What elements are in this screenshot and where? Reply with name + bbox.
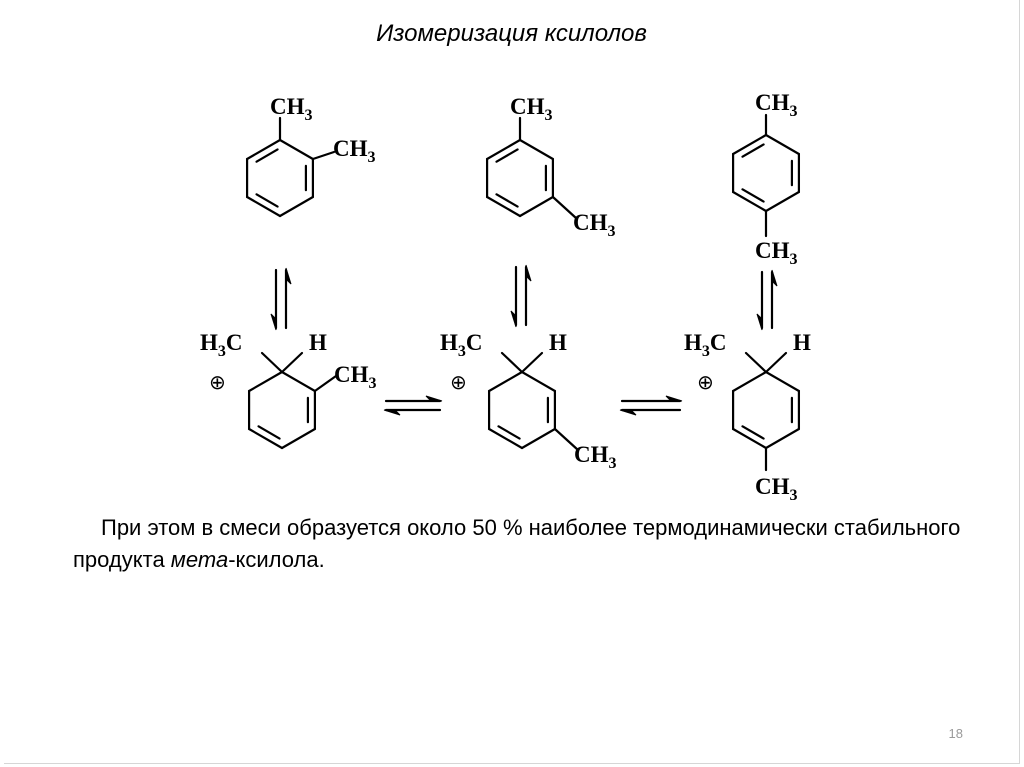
ring-bond [485,138,522,161]
hydrogen-label: H [793,330,811,355]
double-bond-line [257,425,281,440]
bond [280,351,304,374]
ch3-label: CH3 [755,474,798,504]
ch3-label: CH3 [573,210,616,240]
ch3-label: CH3 [755,238,798,268]
double-bond-line [255,193,279,208]
arrow-head [756,313,763,331]
ortho-arenium-ion: H3C H CH3 ⊕ [200,330,377,450]
ring-bond [731,190,768,213]
double-bond-line [495,148,519,163]
ring-bond [518,195,555,218]
ring-bond [247,370,284,393]
paragraph-italic: мета [170,547,229,572]
ring-bond [764,427,801,450]
arrow-head [771,269,778,287]
slide-title: Изомеризация ксилолов [376,20,647,47]
ring-bond [520,370,557,393]
h3c-label: H3C [684,330,727,360]
arrow-head [665,395,683,402]
ch3-label: CH3 [333,136,376,166]
ring-bond [278,195,315,218]
ch3-label: CH3 [334,362,377,392]
ch3-label: CH3 [270,94,313,124]
arrow-head [510,310,517,328]
double-bond-line [255,148,279,163]
ring-bond [764,190,801,213]
bond [311,150,336,161]
ring-bond [280,370,317,393]
h3c-label: H3C [440,330,483,360]
ring-bond [485,195,522,218]
hydrogen-label: H [549,330,567,355]
ring-bond [245,195,282,218]
meta-arenium-ion: H3C H CH3 ⊕ [440,330,617,472]
ch3-label: CH3 [755,90,798,120]
ring-bond [731,370,768,393]
para-arenium-ion: H3C H CH3 ⊕ [684,330,811,504]
double-bond-line [741,188,765,203]
ch3-label: CH3 [510,94,553,124]
double-bond-line [741,425,765,440]
equilibrium-arrows-ortho-meta [383,395,443,416]
positive-charge-icon: ⊕ [697,370,714,394]
equilibrium-arrows-para [756,269,778,331]
bond [553,427,580,452]
bond [520,351,544,374]
ring-bond [520,427,557,450]
bond [744,351,768,374]
bond [500,351,524,374]
page-number: 18 [948,726,963,741]
ring-bond [764,133,801,156]
positive-charge-icon: ⊕ [450,370,467,394]
positive-charge-icon: ⊕ [209,370,226,394]
ring-bond [764,370,801,393]
bond [551,195,578,220]
ring-bond [731,133,768,156]
conclusion-paragraph: При этом в смеси образуется около 50 % н… [73,512,973,576]
double-bond-line [497,425,521,440]
paragraph-text: При этом в смеси образуется около 50 % н… [73,515,961,572]
arrow-head [525,264,532,282]
bond [764,351,788,374]
ring-bond [278,138,315,161]
ring-bond [280,427,317,450]
ch3-label: CH3 [574,442,617,472]
equilibrium-arrows-meta [510,264,532,328]
ring-bond [518,138,555,161]
ring-bond [731,427,768,450]
bond [313,374,338,393]
ring-bond [487,370,524,393]
arrow-head [270,313,277,331]
hydrogen-label: H [309,330,327,355]
double-bond-line [741,143,765,158]
arrow-head [285,267,292,285]
equilibrium-arrows-ortho [270,267,292,331]
arrow-head [425,395,443,402]
ring-bond [247,427,284,450]
arrow-head [383,409,401,416]
h3c-label: H3C [200,330,243,360]
paragraph-text-end: -ксилола. [228,547,325,572]
ring-bond [245,138,282,161]
equilibrium-arrows-meta-para [619,395,683,416]
double-bond-line [495,193,519,208]
arrow-head [619,409,637,416]
ring-bond [487,427,524,450]
bond [260,351,284,374]
